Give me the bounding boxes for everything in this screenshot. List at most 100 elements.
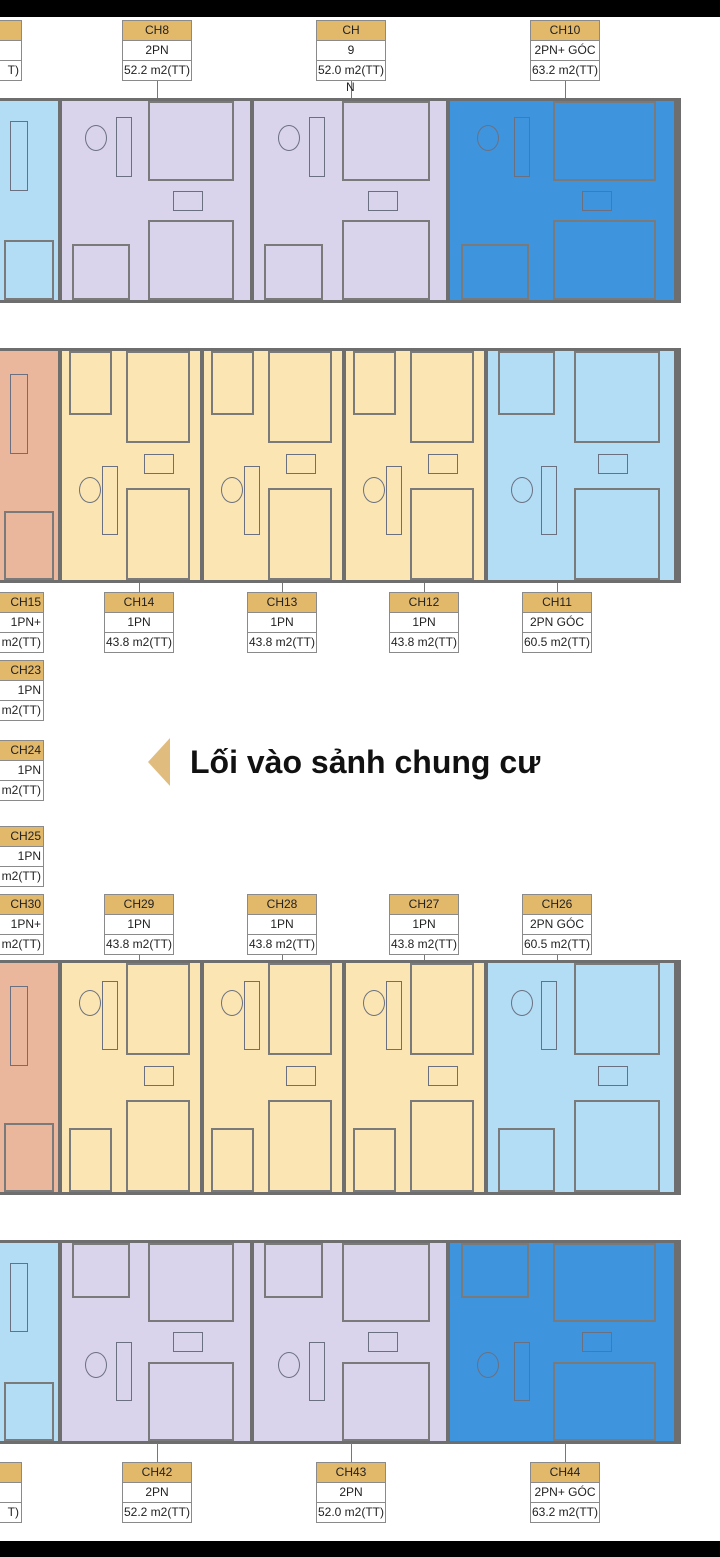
table-icon (79, 990, 101, 1016)
apartment-unit (450, 101, 678, 300)
unit-area: m2(TT) (1, 635, 41, 649)
dining-table-icon (286, 1066, 316, 1086)
bathroom (264, 1243, 323, 1298)
unit-type: 2PN GÓC (523, 613, 591, 633)
apartment-unit (0, 351, 62, 580)
unit-extra: N (346, 80, 355, 94)
unit-code: CH42 (123, 1463, 191, 1483)
apartment-unit (204, 351, 346, 580)
dining-table-icon (144, 1066, 174, 1086)
unit-code: CH44 (531, 1463, 599, 1483)
unit-area: 43.8 m2(TT) (248, 635, 315, 649)
bedroom (553, 1362, 656, 1441)
unit-area: m2(TT) (1, 703, 41, 717)
bedroom (574, 488, 660, 580)
unit-type: 1PN (105, 915, 173, 935)
bedroom (126, 351, 190, 443)
unit-area: 52.0 m2(TT) (317, 63, 384, 77)
leader-line (424, 952, 425, 960)
bathroom (72, 244, 130, 300)
sofa-icon (541, 981, 557, 1050)
bathroom (461, 244, 529, 300)
leader-line (351, 1443, 352, 1462)
bedroom (126, 963, 190, 1055)
unit-area: 52.2 m2(TT) (123, 63, 190, 77)
unit-area: 63.2 m2(TT) (531, 63, 598, 77)
bedroom (574, 963, 660, 1055)
bathroom (461, 1243, 529, 1298)
unit-code: CH11 (523, 593, 591, 613)
unit-area: m2(TT) (1, 869, 41, 883)
bedroom (342, 1243, 430, 1322)
bathroom (4, 1382, 54, 1441)
apartment-unit (488, 963, 678, 1192)
table-icon (79, 477, 101, 503)
unit-code: CH29 (105, 895, 173, 915)
unit-code: CH23 (0, 661, 43, 681)
unit-area: 43.8 m2(TT) (390, 635, 457, 649)
bedroom (148, 1362, 234, 1441)
bedroom (148, 1243, 234, 1322)
bathroom (498, 351, 555, 415)
apartment-unit (0, 101, 62, 300)
unit-code: CH28 (248, 895, 316, 915)
bedroom (410, 963, 474, 1055)
unit-type: 2PN+ GÓC (531, 41, 599, 61)
bedroom (268, 1100, 332, 1192)
bathroom (4, 511, 54, 580)
sofa-icon (102, 466, 118, 535)
unit-type: 2PN (123, 41, 191, 61)
bedroom (553, 220, 656, 300)
unit-type: 1PN+ (0, 613, 43, 633)
bathroom (4, 1123, 54, 1192)
table-icon (85, 1352, 107, 1378)
bedroom (342, 1362, 430, 1441)
apartment-unit (450, 1243, 678, 1441)
table-icon (278, 1352, 300, 1378)
dining-table-icon (173, 191, 203, 211)
unit-area: 52.2 m2(TT) (123, 1505, 190, 1519)
arrow-left-icon (148, 738, 170, 786)
table-icon (511, 990, 533, 1016)
unit-code: CH14 (105, 593, 173, 613)
unit-label-ch7-partial: T) (0, 20, 22, 81)
sofa-icon (309, 1342, 325, 1401)
dining-table-icon (286, 454, 316, 474)
dining-table-icon (368, 1332, 398, 1352)
table-icon (477, 125, 499, 151)
sofa-icon (386, 466, 402, 535)
bathroom (498, 1128, 555, 1192)
table-icon (221, 477, 243, 503)
bedroom (148, 220, 234, 300)
sofa-icon (514, 117, 530, 177)
unit-area: m2(TT) (1, 783, 41, 797)
apartment-unit (254, 1243, 450, 1441)
dining-table-icon (368, 191, 398, 211)
unit-area: T) (7, 1505, 19, 1519)
unit-type: 2PN+ GÓC (531, 1483, 599, 1503)
unit-code (0, 1463, 21, 1483)
unit-area: 63.2 m2(TT) (531, 1505, 598, 1519)
unit-type: 1PN+ (0, 915, 43, 935)
leader-line (139, 583, 140, 592)
unit-area: 52.0 m2(TT) (317, 1505, 384, 1519)
unit-label-ch41-partial: T) (0, 1462, 22, 1523)
bedroom (126, 1100, 190, 1192)
apartment-unit (62, 963, 204, 1192)
table-icon (278, 125, 300, 151)
sofa-icon (10, 374, 28, 454)
unit-code: CH27 (390, 895, 458, 915)
leader-line (557, 583, 558, 592)
leader-line (565, 1443, 566, 1462)
